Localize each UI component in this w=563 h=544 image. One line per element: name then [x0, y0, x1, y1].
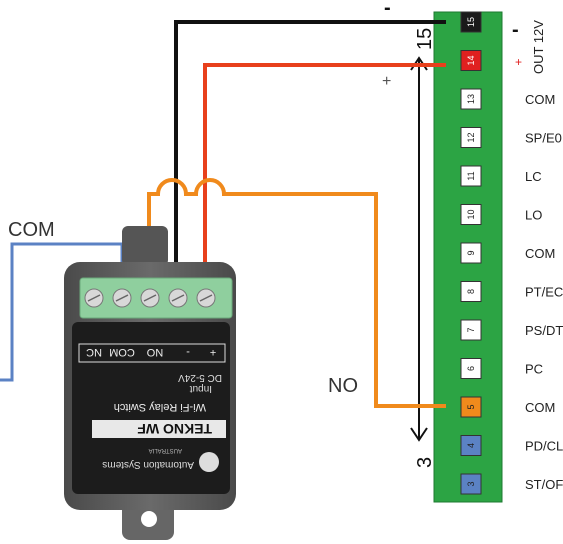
terminal-label-12: SP/E0 — [525, 131, 562, 146]
company-logo-icon — [199, 452, 219, 472]
terminal-number-9: 9 — [466, 250, 476, 255]
terminal-8 — [460, 281, 482, 302]
relay-device: NC COM NO - + DC 5-24V Input Wi-Fi Relay Swi… — [64, 226, 236, 540]
terminal-number-11: 11 — [466, 171, 476, 180]
brand-name: TEKNO WF — [137, 421, 212, 437]
device-terminal-label-2: COM — [109, 346, 135, 358]
terminal-3 — [460, 473, 482, 495]
brand-bar — [92, 420, 226, 438]
out-minus-sign: - — [512, 19, 519, 41]
product-name: Wi-Fi Relay Switch — [114, 401, 206, 413]
wire-label-no: NO — [328, 375, 358, 397]
terminal-label-13: COM — [525, 92, 555, 107]
terminal-number-12: 12 — [466, 132, 476, 142]
device-terminal-label-1: NC — [86, 346, 102, 358]
wire-red-positive — [203, 63, 446, 288]
terminal-label-6: PC — [525, 362, 543, 377]
terminal-label-10: LO — [525, 208, 542, 223]
terminal-12 — [460, 127, 482, 148]
out-plus-sign: + — [515, 55, 522, 69]
terminal-number-13: 13 — [466, 94, 476, 104]
wire-label-minus: - — [384, 0, 391, 19]
range-bottom-label: 3 — [414, 457, 436, 468]
terminal-9 — [460, 242, 482, 264]
wire-black-negative — [174, 20, 446, 288]
terminal-label-3: ST/OF — [525, 477, 563, 492]
terminal-label-box — [78, 343, 226, 363]
device-screw-slot-3 — [143, 294, 157, 302]
terminal-label-9: COM — [525, 246, 555, 261]
terminal-number-8: 8 — [466, 289, 476, 294]
terminal-number-10: 10 — [466, 209, 476, 219]
terminal-label-7: PS/DT — [525, 323, 563, 338]
terminal-number-3: 3 — [466, 481, 476, 486]
top-mounting-tab — [122, 226, 168, 266]
device-terminal-label-3: NO — [146, 346, 163, 358]
input-voltage-text: DC 5-24V — [178, 372, 222, 383]
terminal-4 — [460, 435, 482, 456]
device-terminal-label-4: - — [186, 346, 190, 358]
device-screw-slot-4 — [171, 294, 185, 302]
wire-orange-no — [147, 178, 446, 408]
terminal-number-15: 15 — [466, 17, 476, 27]
terminal-7 — [460, 319, 482, 341]
device-label-panel — [72, 322, 230, 494]
terminal-label-11: LC — [525, 169, 542, 184]
terminal-label-5: COM — [525, 400, 555, 415]
company-name: Automation Systems — [102, 459, 194, 470]
terminal-number-6: 6 — [466, 366, 476, 371]
company-country: AUSTRALIA — [149, 447, 182, 453]
terminal-6 — [460, 358, 482, 379]
mounting-hole — [141, 511, 157, 527]
terminal-label-8: PT/EC — [525, 285, 563, 300]
terminal-13 — [460, 88, 482, 110]
terminal-5 — [460, 396, 482, 418]
input-label-text: Input — [190, 383, 212, 394]
range-arrow-bottom-head — [410, 427, 428, 442]
device-screw-slot-1 — [87, 294, 101, 302]
terminal-15 — [460, 11, 482, 33]
terminal-number-5: 5 — [466, 404, 476, 409]
terminal-label-4: PD/CL — [525, 439, 563, 454]
wire-label-com: COM — [8, 219, 55, 241]
device-screw-slot-2 — [115, 294, 129, 302]
terminal-14 — [460, 50, 482, 71]
range-top-label: 15 — [414, 28, 436, 50]
device-terminal-label-5: + — [210, 346, 216, 358]
terminal-number-7: 7 — [466, 327, 476, 332]
terminal-10 — [460, 204, 482, 225]
terminal-number-4: 4 — [466, 443, 476, 448]
out-12v-label: OUT 12V — [531, 20, 546, 74]
wire-label-plus: + — [382, 73, 391, 90]
terminal-11 — [460, 165, 482, 187]
terminal-number-14: 14 — [466, 55, 476, 65]
device-screw-slot-5 — [199, 294, 213, 302]
